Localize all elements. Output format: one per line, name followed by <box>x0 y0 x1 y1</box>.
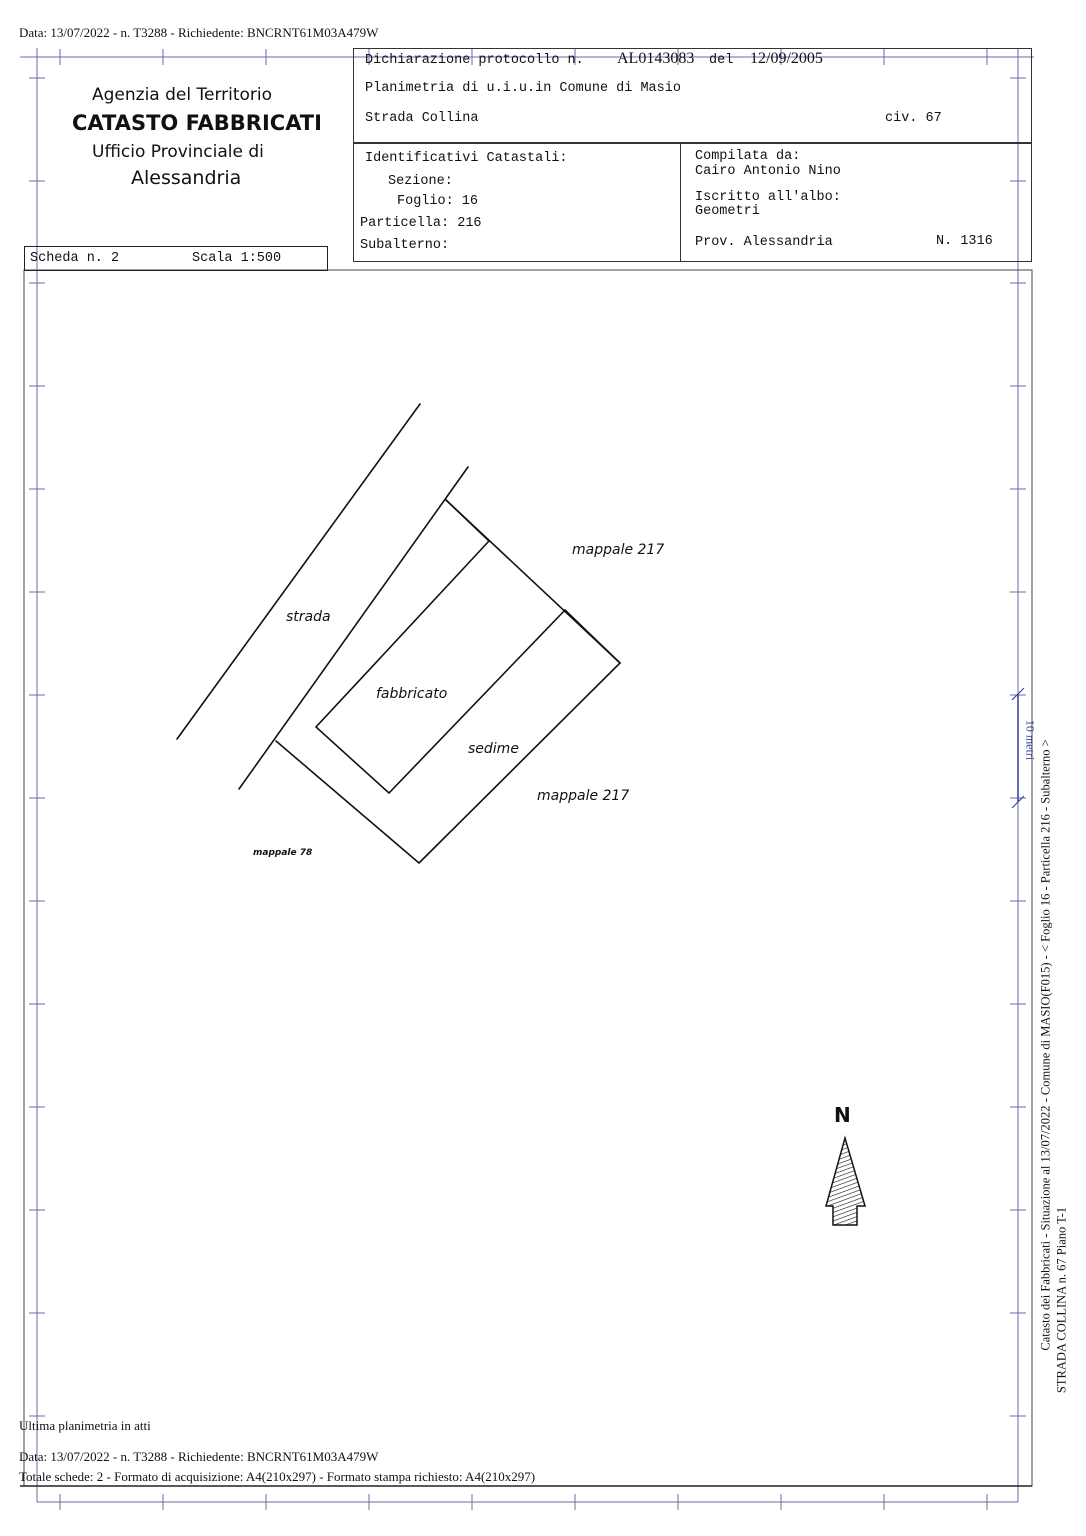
sezione-field: Sezione: <box>388 174 453 189</box>
albo-label: Iscritto all'albo: <box>695 190 841 205</box>
identifiers-title: Identificativi Catastali: <box>365 151 568 166</box>
north-label: N <box>834 1103 851 1127</box>
subalterno-field: Subalterno: <box>360 238 450 253</box>
footer-request-line: Data: 13/07/2022 - n. T3288 - Richiedent… <box>19 1449 379 1464</box>
road-edge-west <box>176 403 421 740</box>
compiler-name: Cairo Antonio Nino <box>695 164 841 179</box>
side-text-situation: Catasto dei Fabbricati - Situazione al 1… <box>1038 739 1053 1351</box>
header-request-line: Data: 13/07/2022 - n. T3288 - Richiedent… <box>19 25 379 40</box>
ufficio-label: Ufficio Provinciale di <box>92 142 264 162</box>
road-edge-east <box>238 466 469 790</box>
label-sedime: sedime <box>468 741 519 757</box>
label-mappale-78: mappale 78 <box>253 848 313 858</box>
lot-boundary <box>275 499 622 865</box>
side-text-address: STRADA COLLINA n. 67 Piano T-1 <box>1054 1206 1069 1394</box>
identifiers-box: Identificativi Catastali: Sezione: Fogli… <box>353 143 681 262</box>
building-outline <box>314 540 566 795</box>
declaration-del-label: del <box>709 53 734 68</box>
declaration-prefix: Dichiarazione protocollo n. <box>365 53 584 68</box>
scheda-scale: Scala 1:500 <box>192 251 282 266</box>
foglio-field: Foglio: 16 <box>397 194 479 209</box>
compiler-province: Prov. Alessandria <box>695 235 833 250</box>
ufficio-city: Alessandria <box>131 167 242 189</box>
particella-field: Particella: 216 <box>360 216 482 231</box>
agency-name: Agenzia del Territorio <box>92 85 273 105</box>
compiler-box: Compilata da: Cairo Antonio Nino Iscritt… <box>680 143 1032 262</box>
catasto-title: CATASTO FABBRICATI <box>72 111 322 135</box>
street-name: Strada Collina <box>365 111 479 126</box>
footer-last-plan: Ultima planimetria in atti <box>19 1418 151 1433</box>
scheda-box: Scheda n. 2 Scala 1:500 <box>24 246 328 271</box>
footer-format-line: Totale schede: 2 - Formato di acquisizio… <box>19 1469 536 1484</box>
civic-number: civ. 67 <box>885 111 942 126</box>
scheda-number: Scheda n. 2 <box>30 251 120 266</box>
label-mappale-217-top: mappale 217 <box>572 542 665 558</box>
label-fabbricato: fabbricato <box>376 686 448 702</box>
declaration-date: 12/09/2005 <box>750 50 823 67</box>
compiler-number: N. 1316 <box>936 234 993 249</box>
declaration-box: Dichiarazione protocollo n. AL0143083 de… <box>353 48 1032 143</box>
compiler-label: Compilata da: <box>695 149 801 164</box>
label-mappale-217-bottom: mappale 217 <box>537 788 630 804</box>
label-strada: strada <box>286 609 331 625</box>
protocol-number: AL0143083 <box>617 50 695 67</box>
albo-value: Geometri <box>695 204 760 219</box>
planimetria-line: Planimetria di u.i.u.in Comune di Masio <box>365 81 681 96</box>
